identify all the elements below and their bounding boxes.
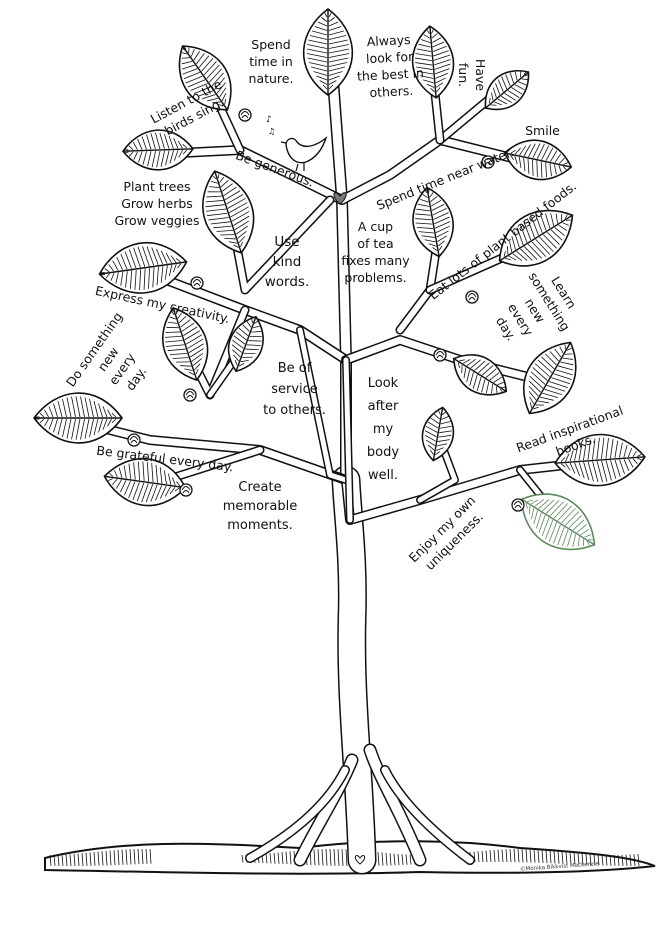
bud [183, 388, 197, 402]
leaf [122, 129, 194, 171]
bud [433, 348, 447, 362]
leaf [103, 457, 187, 507]
text-spend-time-in-nature: Spend time in nature. [248, 37, 294, 86]
text-always-look-for-best: Always look for the best in others. [356, 31, 425, 101]
leaf [178, 45, 232, 111]
leaf [33, 392, 123, 444]
leaf [411, 25, 455, 99]
text-plant-trees: Plant trees Grow herbs Grow veggies [114, 179, 200, 228]
text-smile: Smile [525, 123, 560, 138]
bud [127, 433, 141, 447]
branch [342, 356, 354, 524]
root-far-left [245, 765, 350, 863]
leaf [520, 493, 596, 551]
text-look-after-body: Look after my body well. [366, 376, 400, 483]
text-have-fun: Have fun. [456, 58, 488, 92]
music-note-icon: ♪ [266, 115, 272, 125]
bud [465, 290, 479, 304]
root-right [363, 743, 427, 867]
root-far-right [380, 765, 475, 865]
text-create-moments: Create memorable moments. [222, 480, 298, 533]
leaf [498, 209, 574, 267]
leaf [421, 406, 455, 462]
leaf [227, 315, 264, 373]
leaf [523, 341, 577, 415]
branch [337, 135, 525, 205]
leaf [161, 306, 209, 382]
branch [296, 326, 350, 484]
bud [238, 108, 252, 122]
leaf [554, 433, 646, 487]
bud [179, 483, 193, 497]
text-use-kind-words: Use kind words. [264, 234, 310, 290]
trunk [331, 465, 377, 875]
leaf [484, 70, 530, 111]
bud [190, 276, 204, 290]
leaf [503, 139, 573, 181]
leaf [202, 170, 255, 254]
heart-icon [333, 192, 347, 205]
leaf [452, 354, 508, 396]
bud [481, 155, 495, 169]
text-cup-of-tea: A cup of tea fixes many problems. [341, 219, 410, 285]
music-note-icon: ♫ [268, 127, 275, 136]
branch [135, 265, 351, 365]
leaf [302, 8, 354, 96]
text-be-of-service: Be of service to others. [263, 361, 326, 418]
bird-icon [280, 135, 328, 172]
bud [511, 498, 525, 512]
leaf [412, 186, 454, 258]
heart-icon [354, 855, 366, 865]
leaf [98, 241, 188, 294]
